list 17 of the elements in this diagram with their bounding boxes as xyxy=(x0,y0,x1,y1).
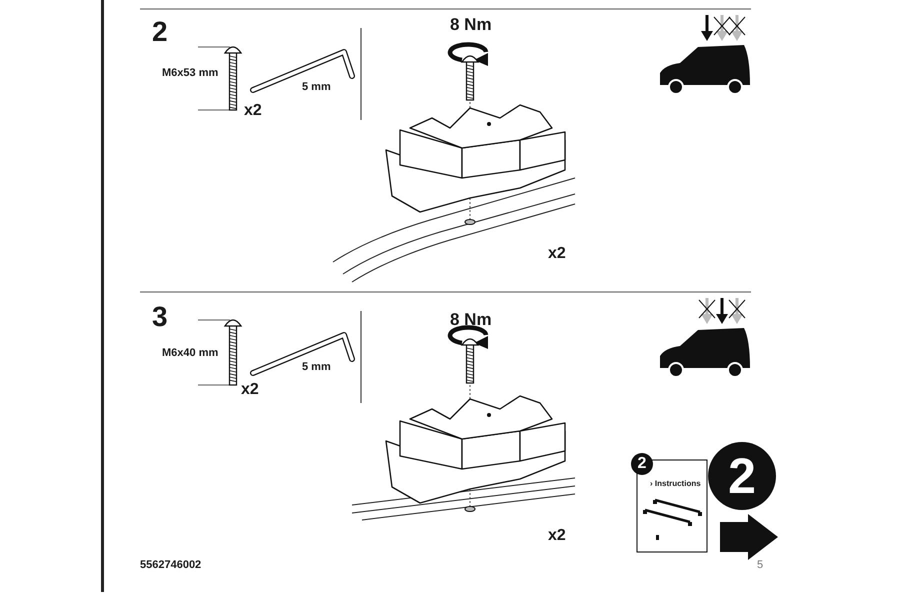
torque-label: 8 Nm xyxy=(450,311,492,328)
booklet-heading: › Instructions xyxy=(650,480,701,488)
quantity-label: x2 xyxy=(548,528,566,544)
hex-key-size-label: 5 mm xyxy=(302,82,331,93)
bolt-size-label: M6x40 mm xyxy=(162,348,218,359)
part-number: 5562746002 xyxy=(140,560,202,571)
bolt-size-label: M6x53 mm xyxy=(162,68,218,79)
quantity-label: x2 xyxy=(548,246,566,262)
hex-key-size-label: 5 mm xyxy=(302,362,331,373)
page-number: 5 xyxy=(757,560,764,571)
quantity-label: x2 xyxy=(244,103,262,119)
next-step-badge: 2 xyxy=(708,442,776,510)
torque-label: 8 Nm xyxy=(450,16,492,33)
step-badge: 2 xyxy=(631,453,653,475)
quantity-label: x2 xyxy=(241,382,259,398)
step-number: 2 xyxy=(152,18,168,46)
step-number: 3 xyxy=(152,303,168,331)
